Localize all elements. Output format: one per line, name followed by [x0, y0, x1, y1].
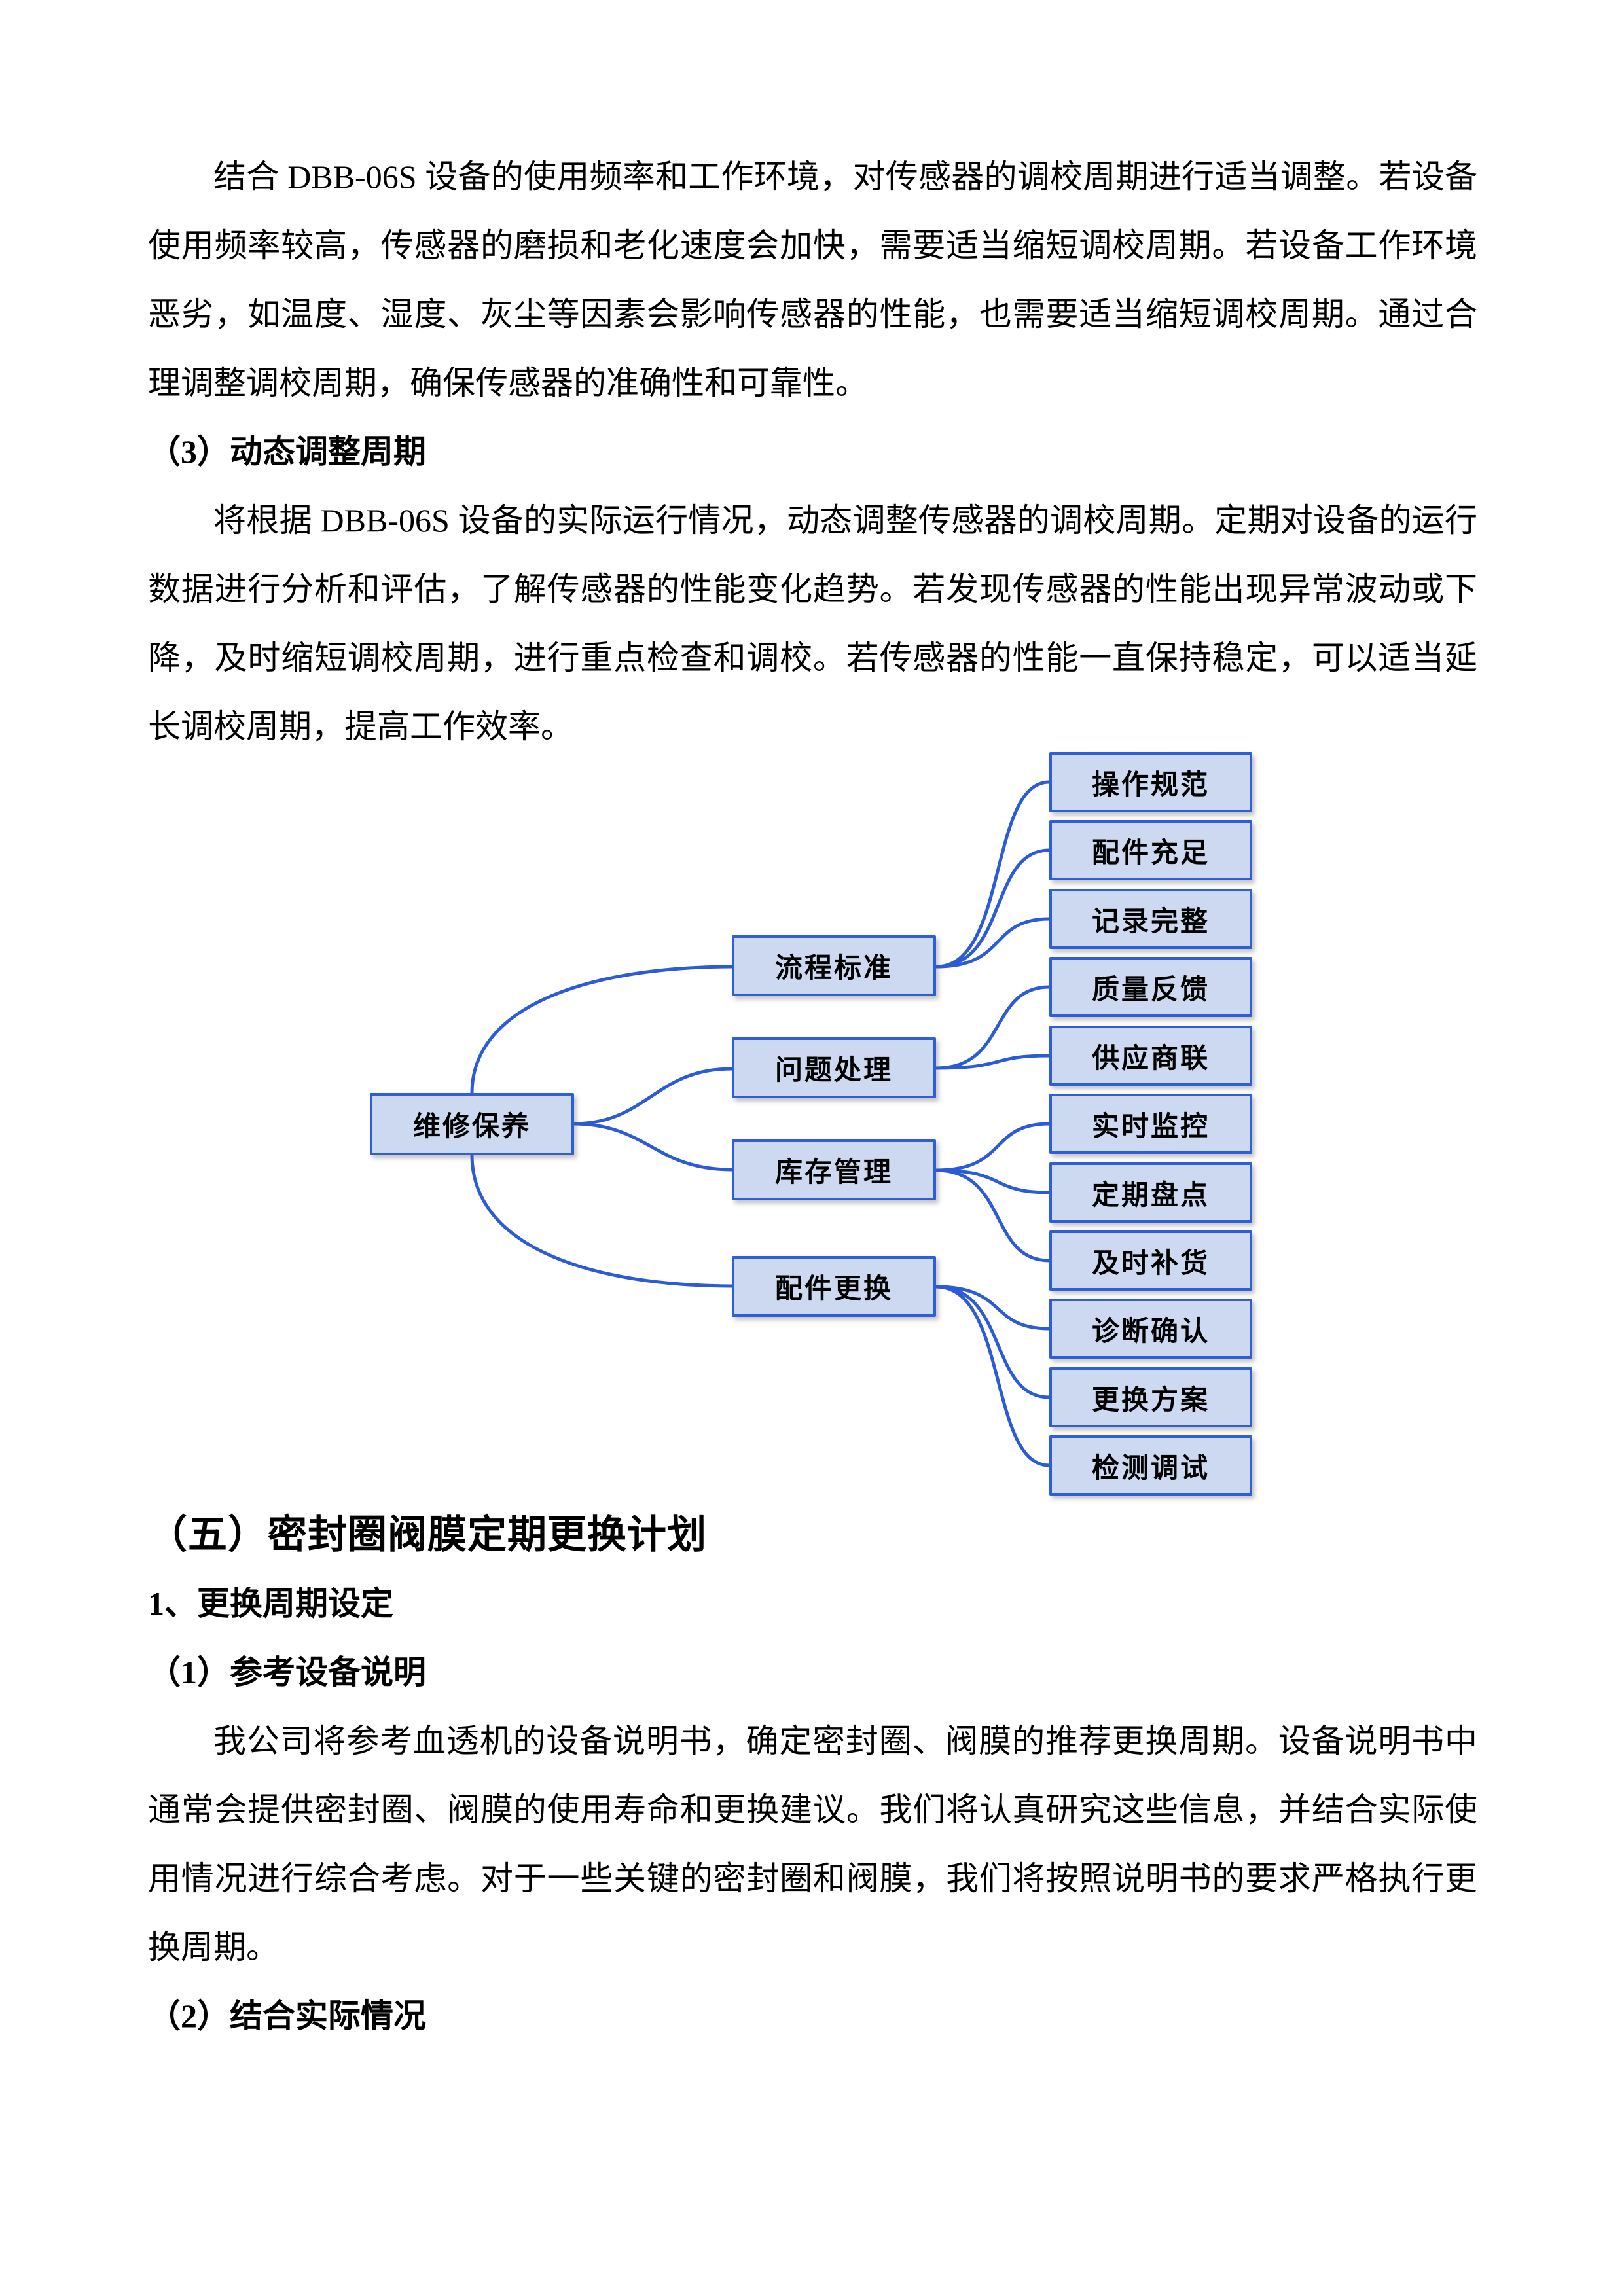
connector-line [470, 965, 734, 1095]
connector-line [934, 1168, 1051, 1194]
heading-actual-situation: （2）结合实际情况 [148, 1998, 426, 2034]
paragraph-sensor-adjust: 结合 DBB-06S 设备的使用频率和工作环境，对传感器的调校周期进行适当调整。… [148, 143, 1477, 418]
body-line: 用情况进行综合考虑。对于一些关键的密封圈和阀膜，我们将按照说明书的要求严格执行更 [148, 1860, 1477, 1897]
heading-seal-ring-plan: （五）密封圈阀膜定期更换计划 [148, 1513, 707, 1556]
diagram-node-leaf-diagnosis-confirm: 诊断确认 [1049, 1299, 1252, 1359]
heading-ref-manual: （1）参考设备说明 [148, 1654, 426, 1691]
connector-line [934, 985, 1051, 1070]
body-line: 数据进行分析和评估，了解传感器的性能变化趋势。若发现传感器的性能出现异常波动或下 [148, 571, 1477, 607]
connector-line [934, 780, 1051, 969]
connector-line [934, 917, 1051, 969]
diagram-node-leaf-timely-restock: 及时补货 [1049, 1230, 1252, 1291]
diagram-node-root: 维修保养 [370, 1093, 574, 1155]
connector-line [934, 1285, 1051, 1399]
connector-line [934, 1054, 1051, 1070]
body-line: 降，及时缩短调校周期，进行重点检查和调校。若传感器的性能一直保持稳定，可以适当延 [148, 639, 1477, 676]
body-line: 长调校周期，提高工作效率。 [148, 708, 573, 745]
diagram-node-branch-problem-handling: 问题处理 [732, 1037, 936, 1098]
heading-dynamic-cycle: （3）动态调整周期 [148, 433, 426, 470]
diagram-node-leaf-records-complete: 记录完整 [1049, 889, 1252, 949]
connector-line [934, 848, 1051, 969]
connector-line [934, 1285, 1051, 1467]
connector-line [470, 1153, 734, 1288]
connector-line [572, 1122, 734, 1172]
body-line: 理调整调校周期，确保传感器的准确性和可靠性。 [148, 365, 868, 401]
diagram-node-branch-process-standard: 流程标准 [732, 935, 936, 996]
connector-line [572, 1067, 734, 1126]
diagram-node-leaf-test-debug: 检测调试 [1049, 1435, 1252, 1496]
body-line: 使用频率较高，传感器的磨损和老化速度会加快，需要适当缩短调校周期。若设备工作环境 [148, 227, 1477, 264]
diagram-node-leaf-realtime-monitoring: 实时监控 [1049, 1094, 1252, 1154]
body-line: 结合 DBB-06S 设备的使用频率和工作环境，对传感器的调校周期进行适当调整。… [213, 158, 1477, 195]
diagram-node-leaf-supplier-contact: 供应商联 [1049, 1026, 1252, 1086]
body-line: 通常会提供密封圈、阀膜的使用寿命和更换建议。我们将认真研究这些信息，并结合实际使 [148, 1791, 1477, 1828]
body-line: 我公司将参考血透机的设备说明书，确定密封圈、阀膜的推荐更换周期。设备说明书中 [213, 1723, 1477, 1759]
diagram-node-leaf-periodic-stocktake: 定期盘点 [1049, 1162, 1252, 1223]
connector-line [934, 1122, 1051, 1172]
heading-cycle-setting: 1、更换周期设定 [148, 1585, 393, 1622]
diagram-node-branch-parts-replacement: 配件更换 [732, 1256, 936, 1317]
paragraph-dynamic-adjust: 将根据 DBB-06S 设备的实际运行情况，动态调整传感器的调校周期。定期对设备… [148, 486, 1477, 761]
diagram-node-leaf-replacement-plan: 更换方案 [1049, 1367, 1252, 1427]
diagram-node-leaf-quality-feedback: 质量反馈 [1049, 957, 1252, 1017]
connector-line [934, 1285, 1051, 1331]
diagram-node-leaf-parts-sufficient: 配件充足 [1049, 820, 1252, 880]
connector-line [934, 1168, 1051, 1263]
body-line: 将根据 DBB-06S 设备的实际运行情况，动态调整传感器的调校周期。定期对设备… [213, 502, 1477, 539]
paragraph-manual-reference: 我公司将参考血透机的设备说明书，确定密封圈、阀膜的推荐更换周期。设备说明书中 通… [148, 1707, 1477, 1982]
diagram-node-branch-inventory-management: 库存管理 [732, 1139, 936, 1200]
body-line: 恶劣，如温度、湿度、灰尘等因素会影响传感器的性能，也需要适当缩短调校周期。通过合 [148, 296, 1477, 332]
body-line: 换周期。 [148, 1929, 279, 1965]
